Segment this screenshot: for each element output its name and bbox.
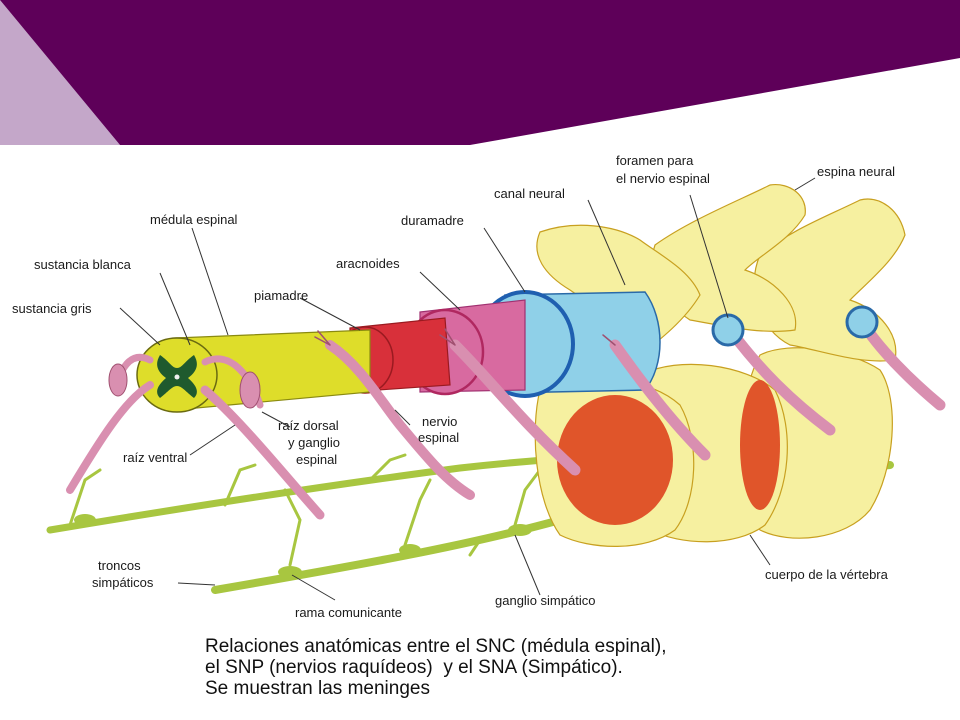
- label-sustancia-blanca: sustancia blanca: [34, 257, 132, 272]
- label-espina-neural: espina neural: [817, 164, 895, 179]
- label-sustancia-gris: sustancia gris: [12, 301, 92, 316]
- spinal-nerve-5: [724, 324, 836, 436]
- label-raiz-dorsal-line1: raíz dorsal: [278, 418, 339, 433]
- spinal-nerves: [66, 305, 946, 520]
- label-medula-espinal: médula espinal: [150, 212, 238, 227]
- vertebra-1: [534, 224, 701, 547]
- label-cuerpo-vertebra: cuerpo de la vértebra: [765, 567, 889, 582]
- label-foramen-line2: el nervio espinal: [616, 171, 710, 186]
- header-purple-band: [0, 0, 960, 145]
- leader-lines: [119, 177, 816, 601]
- label-foramen-line1: foramen para: [616, 153, 694, 168]
- label-nervio-line2: espinal: [418, 430, 459, 445]
- slide-caption: Relaciones anatómicas entre el SNC (médu…: [205, 636, 825, 699]
- ventral-root-right: [200, 385, 325, 520]
- label-troncos-line2: simpáticos: [92, 575, 154, 590]
- diagram-labels: médula espinal sustancia blanca sustanci…: [12, 153, 895, 620]
- vertebra-1-arch: [536, 224, 701, 356]
- label-rama-comunicante: rama comunicante: [295, 605, 402, 620]
- caption-line-1: Relaciones anatómicas entre el SNC (médu…: [205, 636, 667, 657]
- vertebra-2-body-core: [740, 380, 780, 510]
- rootlets: [314, 328, 616, 346]
- label-raiz-dorsal-line2: y ganglio: [288, 435, 340, 450]
- ventral-root-left: [66, 381, 154, 494]
- dorsal-ganglion-left: [108, 363, 128, 397]
- label-troncos-line1: troncos: [98, 558, 141, 573]
- foramen-3: [845, 305, 879, 339]
- label-raiz-dorsal-line3: espinal: [296, 452, 337, 467]
- spinal-nerve-3: [449, 339, 581, 476]
- label-piamadre: piamadre: [254, 288, 308, 303]
- dorsal-ganglion-right: [239, 371, 261, 409]
- label-ganglio-simpatico: ganglio simpático: [495, 593, 595, 608]
- label-nervio-line1: nervio: [422, 414, 457, 429]
- vertebra-1-body-core: [557, 395, 673, 525]
- caption-line-3: Se muestran las meninges: [205, 678, 430, 699]
- label-duramadre: duramadre: [401, 213, 464, 228]
- label-raiz-ventral: raíz ventral: [123, 450, 187, 465]
- label-canal-neural: canal neural: [494, 186, 565, 201]
- label-aracnoides: aracnoides: [336, 256, 400, 271]
- central-canal: [174, 374, 180, 380]
- meninges: [136, 290, 661, 413]
- foramen-2: [711, 313, 745, 347]
- spinal-nerve-2: [325, 340, 475, 500]
- header-band: [0, 0, 960, 145]
- caption-line-2: el SNP (nervios raquídeos) y el SNA (Sim…: [205, 657, 623, 678]
- spinal-nerve-4: [609, 339, 711, 461]
